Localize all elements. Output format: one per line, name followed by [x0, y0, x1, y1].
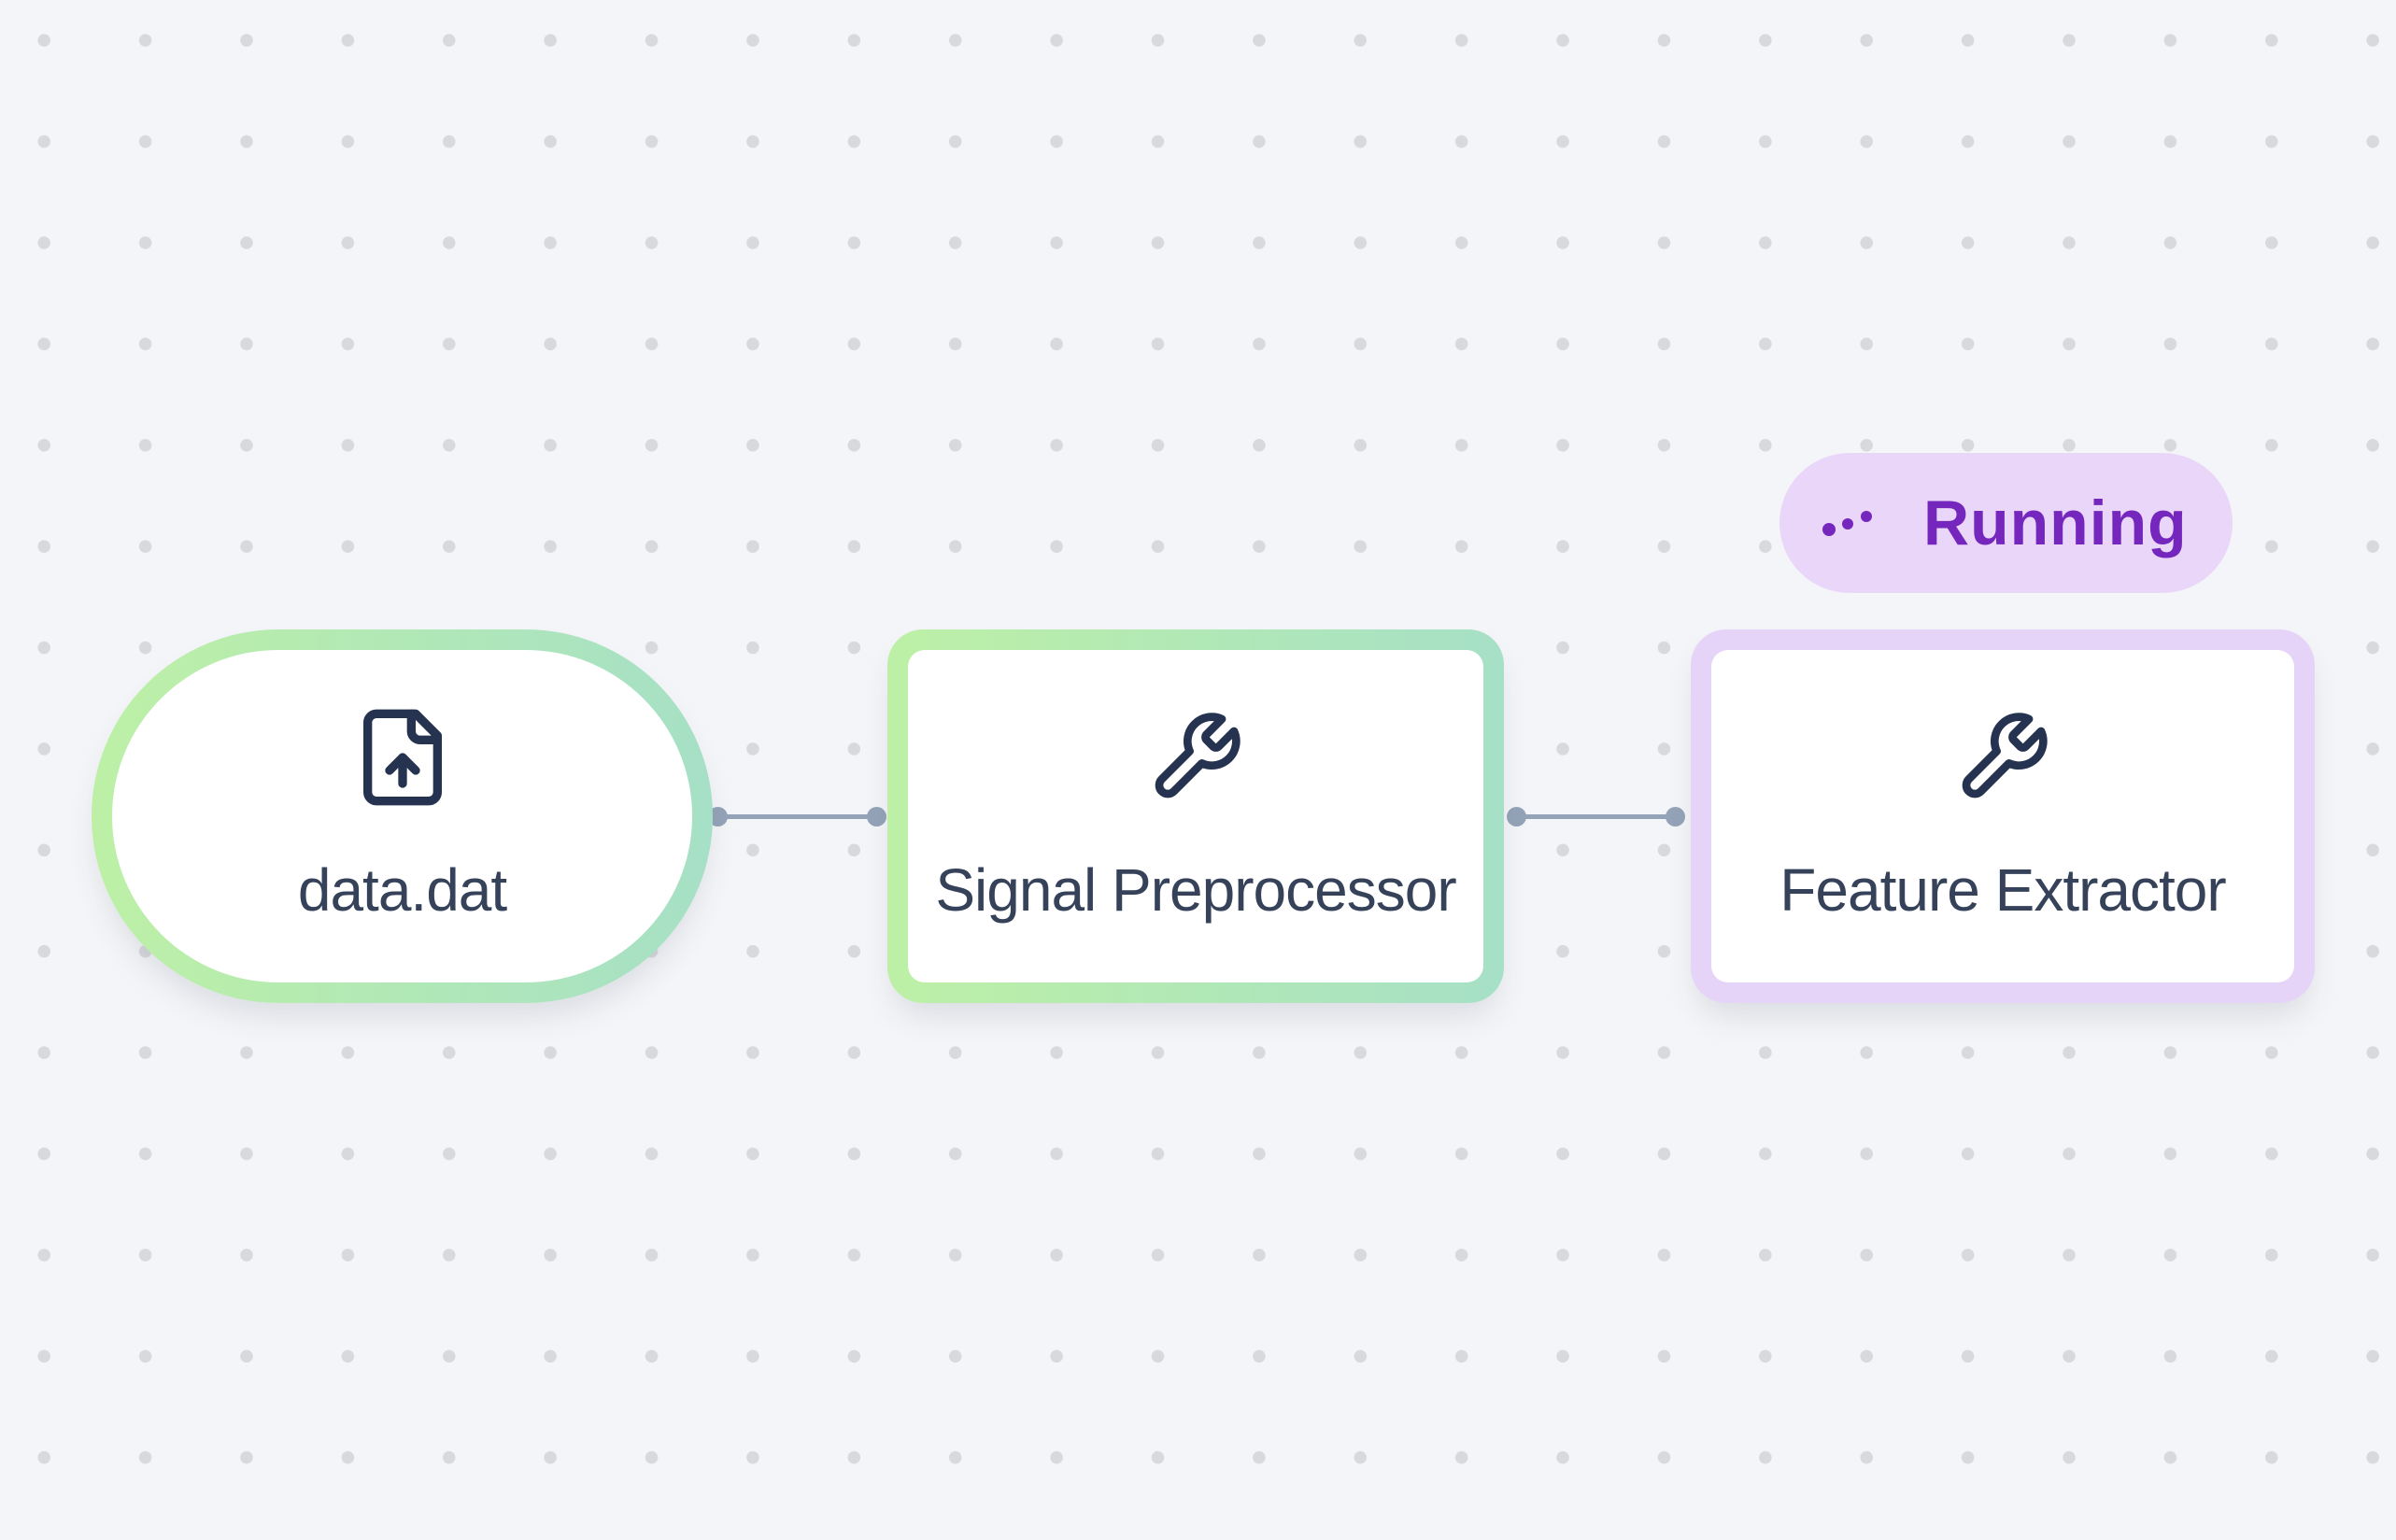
node-label: Feature Extractor — [1779, 856, 2226, 924]
status-badge-label: Running — [1923, 487, 2188, 558]
target-handle-extractor[interactable] — [1665, 806, 1685, 827]
status-badge-running: Running — [1779, 453, 2233, 593]
node-data-dat-body: data.dat — [112, 650, 692, 982]
node-label: data.dat — [297, 856, 507, 924]
node-data-dat[interactable]: data.dat — [92, 629, 713, 1003]
node-feature-extractor-body: Feature Extractor — [1711, 650, 2294, 982]
node-signal-preprocessor-body: Signal Preprocessor — [908, 650, 1483, 982]
node-feature-extractor[interactable]: Feature Extractor — [1691, 629, 2315, 1003]
source-handle-preprocessor[interactable] — [1506, 806, 1526, 827]
wrench-icon — [1954, 705, 2051, 810]
node-signal-preprocessor[interactable]: Signal Preprocessor — [887, 629, 1504, 1003]
edge-input-to-preprocessor[interactable] — [717, 813, 876, 819]
ellipsis-loading-icon — [1822, 504, 1884, 542]
node-label: Signal Preprocessor — [935, 856, 1456, 924]
file-upload-icon — [350, 705, 455, 810]
wrench-icon — [1147, 705, 1244, 810]
edge-preprocessor-to-extractor[interactable] — [1516, 813, 1675, 819]
target-handle-preprocessor[interactable] — [866, 806, 886, 827]
